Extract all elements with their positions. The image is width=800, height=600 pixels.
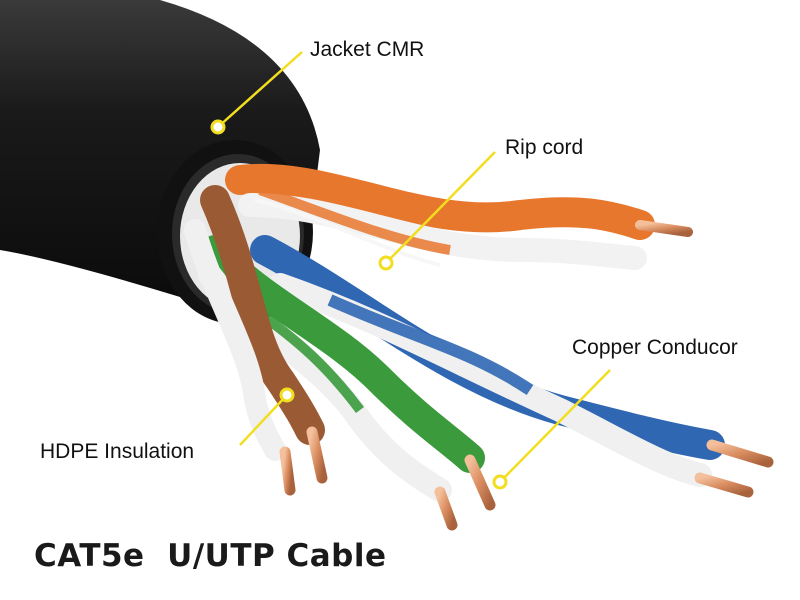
brown-pair bbox=[184, 185, 328, 496]
rip-cord bbox=[254, 198, 441, 267]
callout-hdpe bbox=[239, 387, 295, 446]
label-copper-conductor: Copper Conducor bbox=[572, 336, 738, 359]
callout-copper bbox=[492, 369, 611, 490]
blue-pair bbox=[250, 235, 774, 498]
callout-rip-cord bbox=[378, 151, 496, 271]
label-rip-cord: Rip cord bbox=[505, 136, 584, 159]
cable-caption: CAT5e U/UTP Cable bbox=[34, 538, 387, 574]
label-hdpe-insulation: HDPE Insulation bbox=[40, 440, 195, 463]
orange-pair bbox=[225, 163, 693, 270]
label-jacket: Jacket CMR bbox=[310, 38, 425, 61]
cable-jacket bbox=[0, 0, 320, 324]
callout-jacket bbox=[210, 51, 303, 135]
